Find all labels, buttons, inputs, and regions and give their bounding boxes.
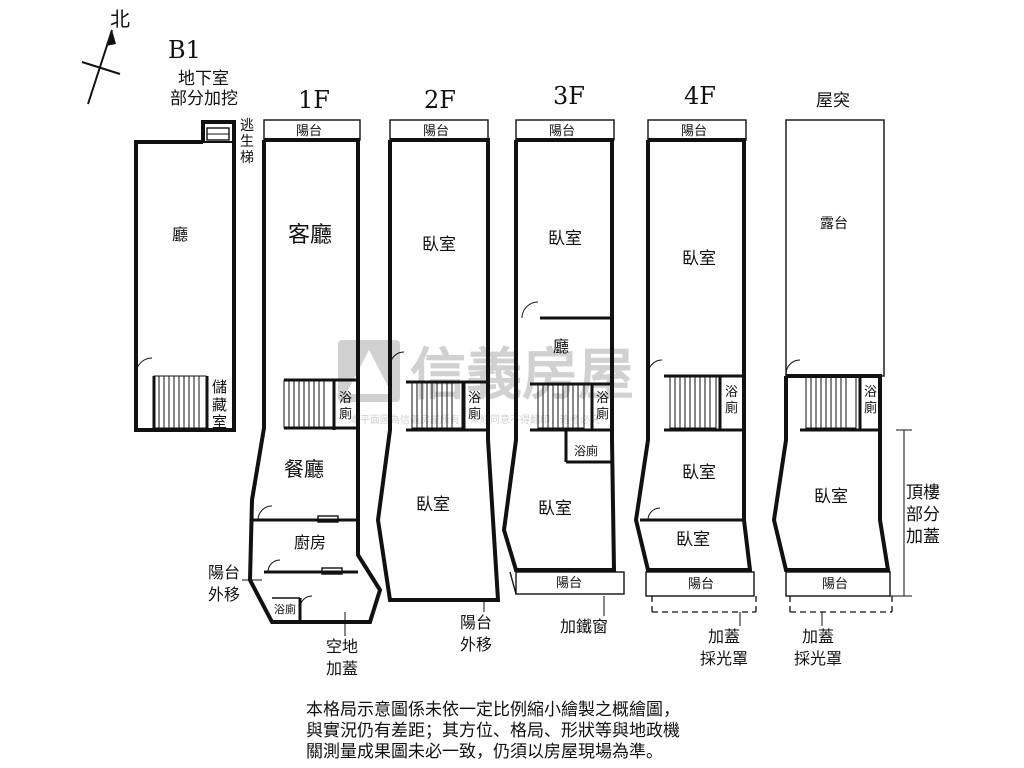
floor-1f: 1F 陽台 客廳 浴 廁 餐廳 廚房 浴廁 陽台 外移 空地 加蓋 bbox=[208, 86, 383, 678]
1f-dining-room: 餐廳 bbox=[284, 457, 324, 481]
2f-balcony: 陽台 bbox=[423, 124, 449, 139]
1f-note-yard: 空地 bbox=[326, 637, 358, 656]
floor-2f: 2F 陽台 臥室 浴 廁 臥室 陽台 外移 bbox=[375, 86, 501, 654]
3f-hall: 廳 bbox=[553, 337, 569, 356]
3f-bath-1: 浴 bbox=[596, 391, 609, 406]
4f-balcony-top: 陽台 bbox=[681, 124, 707, 139]
b1-escape-3: 梯 bbox=[240, 150, 254, 166]
3f-bedroom-1: 臥室 bbox=[548, 229, 582, 249]
floor-roof: 屋突 露台 浴 廁 臥室 陽台 加蓋 採光罩 頂樓 部分 加蓋 bbox=[771, 91, 940, 668]
b1-title: B1 bbox=[168, 36, 201, 64]
1f-living-room: 客廳 bbox=[288, 223, 332, 248]
disclaimer-line-2: 與實況仍有差距；其方位、格局、形狀等與地政機 bbox=[306, 721, 680, 741]
2f-note-moved: 外移 bbox=[460, 635, 492, 654]
4f-bath-2: 廁 bbox=[725, 400, 738, 416]
floor-b1: B1 地下室 部分加挖 廳 儲 藏 室 逃 生 梯 bbox=[134, 36, 254, 432]
1f-title: 1F bbox=[298, 86, 330, 114]
1f-bath-1: 浴 bbox=[339, 391, 352, 406]
b1-storage-2: 藏 bbox=[212, 396, 227, 414]
3f-balcony-top: 陽台 bbox=[549, 124, 575, 139]
roof-title: 屋突 bbox=[816, 91, 850, 111]
b1-escape-2: 生 bbox=[240, 134, 254, 150]
roof-bath-2: 廁 bbox=[864, 400, 877, 416]
disclaimer-line-1: 本格局示意圖係未依一定比例縮小繪製之概繪圖， bbox=[306, 700, 680, 720]
4f-bath-1: 浴 bbox=[725, 385, 738, 400]
roof-side-note-2: 部分 bbox=[906, 505, 940, 525]
roof-note-extension: 加蓋 bbox=[802, 627, 834, 646]
disclaimer-footnote: 本格局示意圖係未依一定比例縮小繪製之概繪圖， 與實況仍有差距；其方位、格局、形狀… bbox=[306, 700, 726, 763]
b1-escape-1: 逃 bbox=[240, 118, 254, 134]
floor-3f: 3F 陽台 臥室 廳 浴 廁 浴廁 臥室 陽台 加鐵窗 bbox=[501, 82, 625, 636]
disclaimer-line-3: 關測量成果圖未必一致，仍須以房屋現場為準。 bbox=[306, 742, 663, 762]
north-arrow: 北 bbox=[81, 7, 130, 105]
b1-note-line1: 地下室 bbox=[178, 69, 229, 89]
4f-note-skylight: 採光罩 bbox=[700, 649, 748, 668]
3f-bath-2: 廁 bbox=[596, 406, 609, 422]
roof-note-skylight: 採光罩 bbox=[794, 649, 842, 668]
1f-balcony: 陽台 bbox=[296, 124, 322, 139]
roof-terrace: 露台 bbox=[820, 216, 848, 232]
3f-bedroom-2: 臥室 bbox=[538, 499, 572, 519]
b1-storage-3: 室 bbox=[212, 413, 227, 431]
1f-wc: 浴廁 bbox=[274, 602, 296, 616]
floor-4f: 4F 陽台 臥室 浴 廁 臥室 臥室 陽台 加蓋 採光罩 bbox=[633, 82, 757, 668]
4f-note-extension: 加蓋 bbox=[708, 627, 740, 646]
1f-bath-2: 廁 bbox=[339, 406, 352, 422]
3f-title: 3F bbox=[553, 82, 585, 110]
2f-bedroom-1: 臥室 bbox=[422, 235, 456, 255]
roof-bedroom: 臥室 bbox=[814, 487, 848, 507]
2f-title: 2F bbox=[424, 86, 456, 114]
b1-note-line2: 部分加挖 bbox=[170, 89, 238, 109]
2f-note-balcony: 陽台 bbox=[460, 613, 492, 632]
b1-stairs bbox=[152, 375, 209, 430]
1f-note-balcony: 陽台 bbox=[208, 563, 240, 582]
2f-bedroom-2: 臥室 bbox=[416, 495, 450, 515]
roof-bath-1: 浴 bbox=[864, 385, 877, 400]
4f-title: 4F bbox=[684, 82, 716, 110]
3f-note-bars: 加鐵窗 bbox=[560, 617, 608, 636]
4f-balcony-bottom: 陽台 bbox=[688, 577, 714, 592]
1f-note-moved: 外移 bbox=[208, 585, 240, 604]
roof-balcony: 陽台 bbox=[822, 577, 848, 592]
b1-hall: 廳 bbox=[172, 225, 188, 244]
north-label: 北 bbox=[110, 7, 130, 31]
4f-bedroom-1: 臥室 bbox=[682, 249, 716, 269]
1f-note-extension: 加蓋 bbox=[326, 659, 358, 678]
3f-balcony-bottom: 陽台 bbox=[556, 576, 582, 591]
4f-bedroom-2: 臥室 bbox=[682, 463, 716, 483]
4f-bedroom-3: 臥室 bbox=[676, 530, 710, 550]
roof-side-note-1: 頂樓 bbox=[906, 483, 940, 503]
2f-bath-1: 浴 bbox=[468, 391, 481, 406]
b1-storage-1: 儲 bbox=[212, 378, 227, 396]
3f-wc: 浴廁 bbox=[574, 443, 598, 458]
2f-bath-2: 廁 bbox=[468, 406, 481, 422]
roof-side-note-3: 加蓋 bbox=[906, 527, 940, 547]
1f-kitchen: 廚房 bbox=[294, 533, 326, 552]
